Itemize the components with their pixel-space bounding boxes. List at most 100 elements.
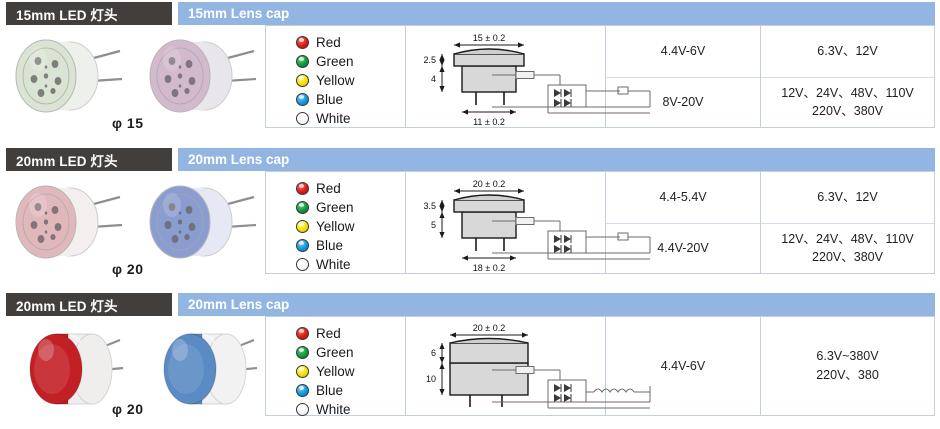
color-option-yellow[interactable]: Yellow [296,362,355,380]
diameter-label: φ 20 [112,401,144,417]
lens-cap-cross-section [449,337,529,407]
color-option-label: Red [316,325,341,341]
dimension-heights: 6 10 [426,343,445,395]
color-option-white[interactable]: White [296,400,355,418]
rated-voltage-line: 6.3V、12V [817,43,878,58]
working-voltage-column: 4.4V-6V [606,317,761,415]
product-section-row-20mm-flat: 20mm LED 灯头 20mm Lens cap [0,146,940,289]
led-head-title: 20mm LED 灯头 [6,293,172,316]
photo-slot-1 [8,322,128,419]
led-head-title: 20mm LED 灯头 [6,148,172,171]
dimension-drawing: 20 ± 0.2 3.5 5 18 ± 0.2 [423,179,525,273]
working-voltage-cell: 4.4-5.4V [659,189,707,204]
product-section-row-15mm: 15mm LED 灯头 15mm Lens cap [0,0,940,143]
circuit-schematic-wrapper [490,193,670,278]
lens-cap-cross-section [453,194,525,251]
color-swatch-white-icon [296,257,309,271]
spec-table: Red Green Yellow Blue White [265,25,935,128]
color-option-white[interactable]: White [296,255,355,273]
color-option-red[interactable]: Red [296,33,355,51]
dimension-top-width: 20 ± 0.2 [454,179,524,194]
color-option-blue[interactable]: Blue [296,381,355,399]
diameter-label: φ 20 [112,261,144,277]
working-voltage-column: 4.4-5.4V 4.4V-20V [606,172,761,273]
photo-slot-2 [142,322,262,419]
rated-voltage-line: 12V、24V、48V、110V [781,231,914,246]
circuit-schematic [492,366,651,409]
product-photos: φ 20 [0,171,265,289]
lens-cap-blue-20mm [163,333,258,405]
color-option-green[interactable]: Green [296,198,355,216]
svg-text:5: 5 [431,220,436,230]
color-option-label: Green [316,344,354,360]
rated-voltage-cell: 6.3V、12V [761,172,934,223]
lens-cap-title: 20mm Lens cap [178,293,935,316]
diameter-label: φ 15 [112,115,144,131]
svg-text:11 ± 0.2: 11 ± 0.2 [473,117,505,127]
dimension-top-width: 20 ± 0.2 [450,323,528,338]
rated-voltage-cell: 12V、24V、48V、110V 220V、380V [761,76,934,128]
led-head-pink-20mm [15,185,123,259]
led-head-title: 15mm LED 灯头 [6,2,172,25]
dimension-drawing: 15 ± 0.2 2.5 4 11 ± 0.2 [423,33,525,127]
dimension-column: 20 ± 0.2 3.5 5 18 ± 0.2 [406,172,606,273]
circuit-schematic-wrapper [490,47,670,132]
color-option-blue[interactable]: Blue [296,90,355,108]
dimension-heights: 2.5 4 [423,54,445,92]
dimension-drawing: 20 ± 0.2 6 10 [426,323,529,407]
color-swatch-red-icon [296,181,309,195]
circuit-schematic [492,71,651,114]
color-option-blue[interactable]: Blue [296,236,355,254]
svg-text:15 ± 0.2: 15 ± 0.2 [473,33,505,43]
circuit-schematic-wrapper [490,342,670,427]
color-option-red[interactable]: Red [296,179,355,197]
color-option-green[interactable]: Green [296,343,355,361]
section-header-row: 20mm LED 灯头 20mm Lens cap [0,291,940,316]
color-option-label: White [316,110,351,126]
color-swatch-white-icon [296,402,309,416]
color-option-yellow[interactable]: Yellow [296,217,355,235]
color-option-label: Yellow [316,72,355,88]
product-photos: φ 20 [0,316,265,429]
rated-voltage-line: 6.3V~380V [816,349,879,364]
svg-text:3.5: 3.5 [423,201,436,211]
color-option-label: Yellow [316,218,355,234]
lens-cap-title: 15mm Lens cap [178,2,935,25]
color-legend-column: Red Green Yellow Blue White [266,317,406,418]
color-option-yellow[interactable]: Yellow [296,71,355,89]
color-option-label: Red [316,34,341,50]
section-header-row: 15mm LED 灯头 15mm Lens cap [0,0,940,25]
rated-voltage-column: 6.3V、12V 12V、24V、48V、110V 220V、380V [761,26,934,127]
color-option-red[interactable]: Red [296,324,355,342]
section-body: φ 20 Red Green Yellow Bl [0,316,940,429]
color-legend-column: Red Green Yellow Blue White [266,172,406,273]
spec-table: Red Green Yellow Blue White [265,171,935,274]
working-voltage-cell: 8V-20V [606,76,760,128]
rated-voltage-cell: 6.3V、12V [761,26,934,77]
color-legend-column: Red Green Yellow Blue White [266,26,406,127]
color-option-green[interactable]: Green [296,52,355,70]
led-head-pink-15mm [149,39,257,113]
color-legend: Red Green Yellow Blue White [296,33,355,127]
led-head-blue-20mm [149,185,257,259]
led-head-green-15mm [15,39,123,113]
rated-voltage-line: 220V、380V [812,104,883,119]
product-photos: φ 15 [0,25,265,143]
spec-table: Red Green Yellow Blue White [265,316,935,418]
svg-text:6: 6 [431,348,436,358]
color-swatch-red-icon [296,35,309,49]
color-option-label: Yellow [316,363,355,379]
color-legend: Red Green Yellow Blue White [296,179,355,273]
rated-voltage-line: 12V、24V、48V、110V [781,85,914,100]
svg-text:10: 10 [426,374,436,384]
color-option-label: Green [316,199,354,215]
color-legend: Red Green Yellow Blue White [296,324,355,418]
color-swatch-yellow-icon [296,364,309,378]
color-option-white[interactable]: White [296,109,355,127]
working-voltage-cell: 4.4V-20V [606,222,760,274]
color-option-label: Blue [316,237,344,253]
lens-cap-title: 20mm Lens cap [178,148,935,171]
